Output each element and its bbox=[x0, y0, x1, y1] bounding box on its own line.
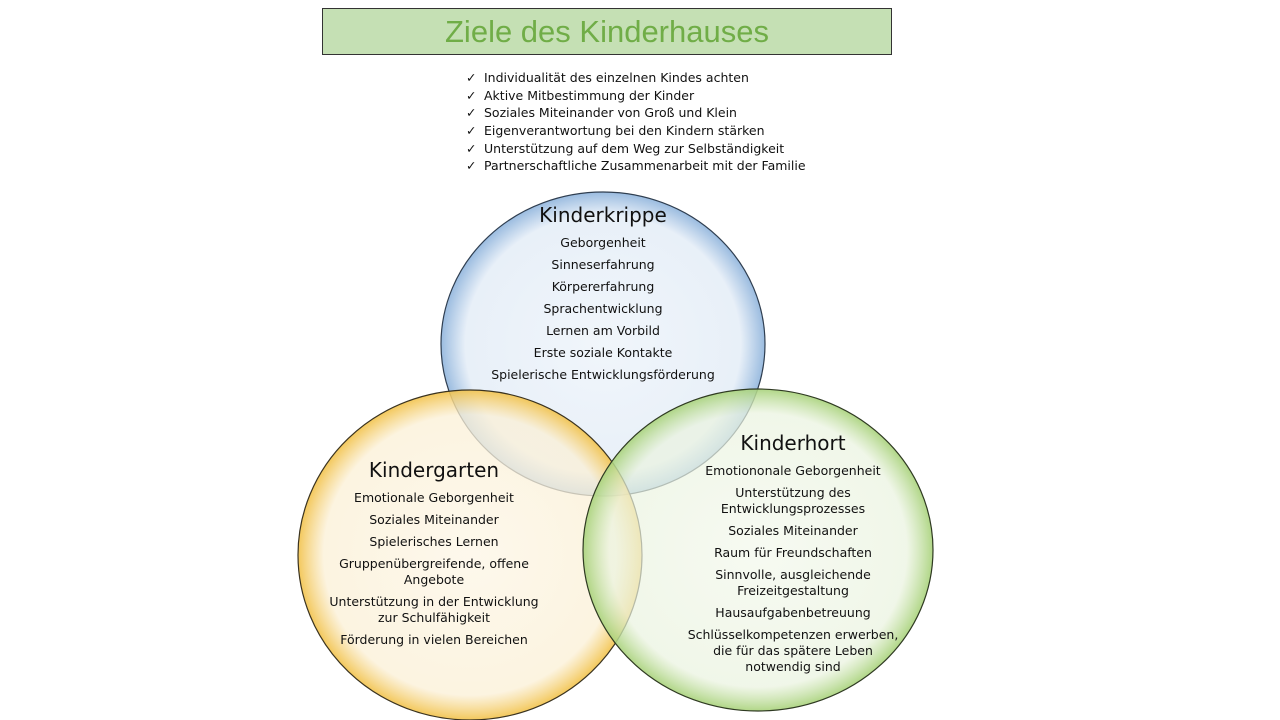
list-item: ✓Unterstützung auf dem Weg zur Selbständ… bbox=[466, 140, 785, 156]
kinderhort-circle bbox=[582, 388, 934, 712]
list-item: ✓Soziales Miteinander von Groß und Klein bbox=[466, 105, 737, 121]
list-item: ✓Eigenverantwortung bei den Kindern stär… bbox=[466, 123, 765, 139]
list-item: Emotiononale Geborgenheit bbox=[705, 463, 881, 478]
list-item: Gruppenübergreifende, offene Angebote bbox=[339, 556, 529, 587]
kinderkrippe-title: Kinderkrippe bbox=[539, 203, 667, 227]
kinderhort-title: Kinderhort bbox=[740, 431, 846, 455]
list-item: Spielerische Entwicklungsförderung bbox=[491, 367, 715, 382]
list-item: Emotionale Geborgenheit bbox=[354, 490, 514, 505]
list-item: Soziales Miteinander bbox=[728, 523, 858, 538]
list-item: Förderung in vielen Bereichen bbox=[340, 632, 528, 647]
list-item: Sinneserfahrung bbox=[551, 257, 655, 272]
check-icon: ✓ bbox=[466, 87, 477, 103]
check-icon: ✓ bbox=[466, 158, 477, 174]
kinderkrippe-section: Kinderkrippe Geborgenheit Sinneserfahrun… bbox=[463, 203, 743, 389]
list-item: Erste soziale Kontakte bbox=[533, 345, 673, 360]
check-icon: ✓ bbox=[466, 105, 477, 121]
check-icon: ✓ bbox=[466, 140, 477, 156]
check-icon: ✓ bbox=[466, 70, 477, 85]
list-item: Unterstützung in der Entwicklung zur Sch… bbox=[329, 594, 539, 625]
list-item: Geborgenheit bbox=[560, 235, 646, 250]
list-item: Soziales Miteinander bbox=[369, 512, 499, 527]
kindergarten-section: Kindergarten Emotionale Geborgenheit Soz… bbox=[324, 458, 544, 654]
list-item: ✓Partnerschaftliche Zusammenarbeit mit d… bbox=[466, 158, 806, 174]
list-item: Spielerisches Lernen bbox=[369, 534, 499, 549]
list-item: ✓Individualität des einzelnen Kindes ach… bbox=[466, 70, 749, 85]
list-item: Unterstützung des Entwicklungsprozesses bbox=[720, 485, 866, 516]
list-item: Lernen am Vorbild bbox=[546, 323, 660, 338]
kindergarten-title: Kindergarten bbox=[368, 458, 500, 482]
check-icon: ✓ bbox=[466, 123, 477, 139]
list-item: Raum für Freundschaften bbox=[714, 545, 872, 560]
kinderhort-section: Kinderhort Emotiononale Geborgenheit Unt… bbox=[683, 431, 903, 681]
goals-list: ✓Individualität des einzelnen Kindes ach… bbox=[466, 69, 806, 175]
list-item: ✓Aktive Mitbestimmung der Kinder bbox=[466, 87, 695, 103]
list-item: Schlüsselkompetenzen erwerben, die für d… bbox=[687, 627, 899, 674]
page-title: Ziele des Kinderhauses bbox=[445, 13, 769, 49]
list-item: Sprachentwicklung bbox=[543, 301, 663, 316]
list-item: Sinnvolle, ausgleichende Freizeitgestalt… bbox=[715, 567, 871, 598]
list-item: Hausaufgabenbetreuung bbox=[715, 605, 871, 620]
title-banner: Ziele des Kinderhauses bbox=[322, 8, 892, 55]
list-item: Körpererfahrung bbox=[551, 279, 655, 294]
